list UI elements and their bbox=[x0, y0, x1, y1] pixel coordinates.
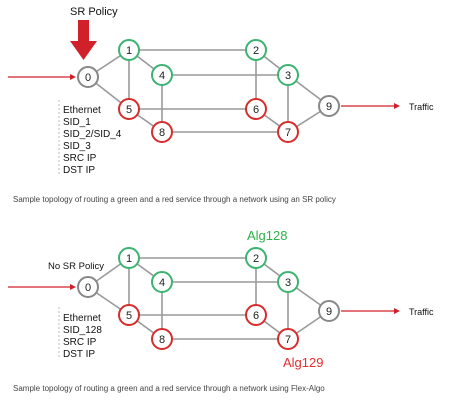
router-node-circle bbox=[245, 247, 267, 269]
router-node-circle bbox=[245, 98, 267, 120]
router-node-label: 7 bbox=[285, 334, 291, 346]
traffic-arrow bbox=[341, 308, 400, 314]
router-node-5: 5 bbox=[118, 98, 140, 120]
router-node-2: 2 bbox=[245, 39, 267, 61]
router-node-circle bbox=[277, 271, 299, 293]
router-node-circle bbox=[118, 304, 140, 326]
router-node-label: 8 bbox=[159, 127, 165, 139]
flex-algo-diagram: No SR Policy Traffic Alg128 Alg129 Ether… bbox=[0, 222, 455, 393]
sr-policy-diagram: SR Policy Traffic Ethernet SID_1 SID_2/S… bbox=[0, 0, 455, 204]
ingress-arrow bbox=[8, 284, 76, 290]
router-node-7: 7 bbox=[277, 121, 299, 143]
router-node-7: 7 bbox=[277, 328, 299, 350]
router-node-9: 9 bbox=[318, 95, 340, 117]
ingress-arrow bbox=[8, 74, 76, 80]
router-node-label: 1 bbox=[126, 253, 132, 265]
sr-policy-arrow bbox=[70, 20, 97, 60]
router-node-label: 5 bbox=[126, 310, 132, 322]
header-field: Ethernet bbox=[63, 313, 101, 324]
topology-nodes: 0 1 2 3 4 5 6 7 8 9 bbox=[77, 39, 340, 143]
figure-caption: Sample topology of routing a green and a… bbox=[13, 384, 325, 393]
header-field: SID_1 bbox=[63, 117, 91, 128]
router-node-8: 8 bbox=[151, 328, 173, 350]
no-sr-policy-label: No SR Policy bbox=[48, 261, 104, 272]
router-node-label: 3 bbox=[285, 70, 291, 82]
router-node-8: 8 bbox=[151, 121, 173, 143]
header-field: DST IP bbox=[63, 349, 95, 360]
router-node-6: 6 bbox=[245, 304, 267, 326]
topology-links bbox=[87, 49, 330, 133]
router-node-1: 1 bbox=[118, 39, 140, 61]
topology-svg: SR Policy Traffic Ethernet SID_1 SID_2/S… bbox=[8, 6, 434, 176]
router-node-label: 0 bbox=[85, 72, 91, 84]
header-field: SID_2/SID_4 bbox=[63, 129, 122, 140]
router-node-circle bbox=[318, 95, 340, 117]
router-node-circle bbox=[151, 328, 173, 350]
alg128-label: Alg128 bbox=[247, 228, 287, 243]
router-node-label: 6 bbox=[253, 104, 259, 116]
router-node-circle bbox=[318, 300, 340, 322]
router-node-6: 6 bbox=[245, 98, 267, 120]
router-node-circle bbox=[277, 328, 299, 350]
traffic-arrow bbox=[341, 103, 400, 109]
router-node-circle bbox=[151, 121, 173, 143]
router-node-label: 7 bbox=[285, 127, 291, 139]
router-node-label: 9 bbox=[326, 101, 332, 113]
router-node-0: 0 bbox=[77, 276, 99, 298]
router-node-circle bbox=[277, 121, 299, 143]
router-node-label: 3 bbox=[285, 277, 291, 289]
router-node-circle bbox=[77, 66, 99, 88]
header-field: SRC IP bbox=[63, 337, 97, 348]
router-node-circle bbox=[151, 271, 173, 293]
router-node-3: 3 bbox=[277, 64, 299, 86]
router-node-circle bbox=[151, 64, 173, 86]
figure-caption: Sample topology of routing a green and a… bbox=[13, 195, 336, 204]
traffic-label: Traffic bbox=[409, 307, 434, 317]
header-field: Ethernet bbox=[63, 105, 101, 116]
router-node-circle bbox=[245, 39, 267, 61]
router-node-circle bbox=[118, 98, 140, 120]
topology-nodes: 0 1 2 3 4 5 6 7 8 9 bbox=[77, 247, 340, 350]
router-node-label: 1 bbox=[126, 45, 132, 57]
router-node-circle bbox=[245, 304, 267, 326]
router-node-circle bbox=[277, 64, 299, 86]
router-node-4: 4 bbox=[151, 271, 173, 293]
router-node-label: 8 bbox=[159, 334, 165, 346]
router-node-5: 5 bbox=[118, 304, 140, 326]
header-field: DST IP bbox=[63, 165, 95, 176]
topology-svg: No SR Policy Traffic Alg128 Alg129 Ether… bbox=[8, 228, 434, 370]
router-node-circle bbox=[77, 276, 99, 298]
router-node-circle bbox=[118, 39, 140, 61]
router-node-2: 2 bbox=[245, 247, 267, 269]
packet-header-stack: Ethernet SID_128 SRC IP DST IP bbox=[58, 307, 102, 360]
router-node-label: 4 bbox=[159, 277, 165, 289]
traffic-label: Traffic bbox=[409, 102, 434, 112]
alg129-label: Alg129 bbox=[283, 355, 323, 370]
router-node-label: 2 bbox=[253, 253, 259, 265]
router-node-label: 6 bbox=[253, 310, 259, 322]
header-field: SID_128 bbox=[63, 325, 102, 336]
router-node-4: 4 bbox=[151, 64, 173, 86]
router-node-circle bbox=[118, 247, 140, 269]
packet-header-stack: Ethernet SID_1 SID_2/SID_4 SID_3 SRC IP … bbox=[58, 100, 122, 176]
router-node-label: 2 bbox=[253, 45, 259, 57]
router-node-label: 5 bbox=[126, 104, 132, 116]
sr-policy-label: SR Policy bbox=[70, 6, 118, 18]
router-node-3: 3 bbox=[277, 271, 299, 293]
topology-links bbox=[87, 257, 330, 340]
router-node-label: 9 bbox=[326, 306, 332, 318]
router-node-label: 0 bbox=[85, 282, 91, 294]
router-node-1: 1 bbox=[118, 247, 140, 269]
header-field: SRC IP bbox=[63, 153, 97, 164]
router-node-0: 0 bbox=[77, 66, 99, 88]
router-node-9: 9 bbox=[318, 300, 340, 322]
router-node-label: 4 bbox=[159, 70, 165, 82]
header-field: SID_3 bbox=[63, 141, 91, 152]
